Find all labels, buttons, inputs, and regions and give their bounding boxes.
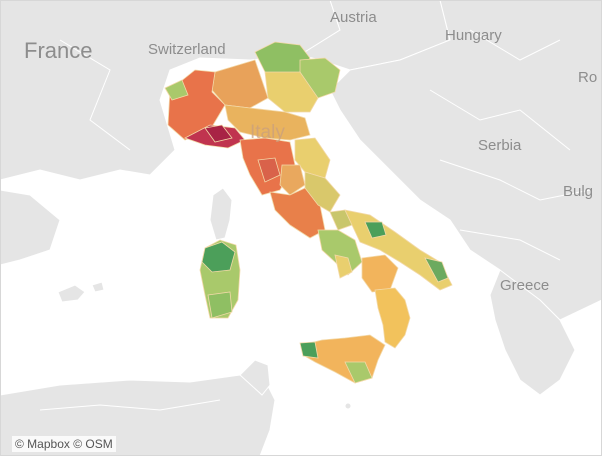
label-romania: Ro bbox=[578, 69, 597, 86]
region-umbria bbox=[279, 164, 306, 196]
region-campania-coast bbox=[334, 254, 353, 279]
land-greece bbox=[489, 269, 576, 396]
region-apulia-salento bbox=[424, 257, 449, 283]
region-campania bbox=[317, 229, 363, 276]
label-switzerland: Switzerland bbox=[148, 41, 226, 58]
label-serbia: Serbia bbox=[478, 137, 522, 154]
region-aosta bbox=[164, 79, 189, 101]
label-austria: Austria bbox=[330, 9, 377, 26]
label-france: France bbox=[24, 38, 92, 63]
country-borders bbox=[39, 29, 591, 411]
label-bulgaria: Bulg bbox=[563, 183, 593, 200]
label-greece: Greece bbox=[500, 277, 549, 294]
italy-regions[interactable] bbox=[164, 41, 453, 384]
land-hungary-balkans bbox=[329, 0, 602, 321]
region-sardinia-north bbox=[201, 241, 236, 273]
region-sicily-south bbox=[344, 361, 373, 384]
label-hungary: Hungary bbox=[445, 27, 502, 44]
region-liguria-core bbox=[204, 124, 233, 143]
land-iberia-edge bbox=[0, 189, 61, 266]
land-corsica bbox=[209, 187, 233, 241]
region-calabria bbox=[374, 287, 411, 349]
region-sardinia-south bbox=[207, 291, 233, 319]
region-apulia-gargano bbox=[364, 221, 387, 239]
label-italy: Italy bbox=[250, 122, 285, 143]
region-sicily-west bbox=[299, 341, 319, 359]
map-attribution[interactable]: © Mapbox © OSM bbox=[12, 436, 116, 452]
region-emilia bbox=[224, 104, 311, 141]
region-tuscany-south bbox=[257, 157, 281, 183]
